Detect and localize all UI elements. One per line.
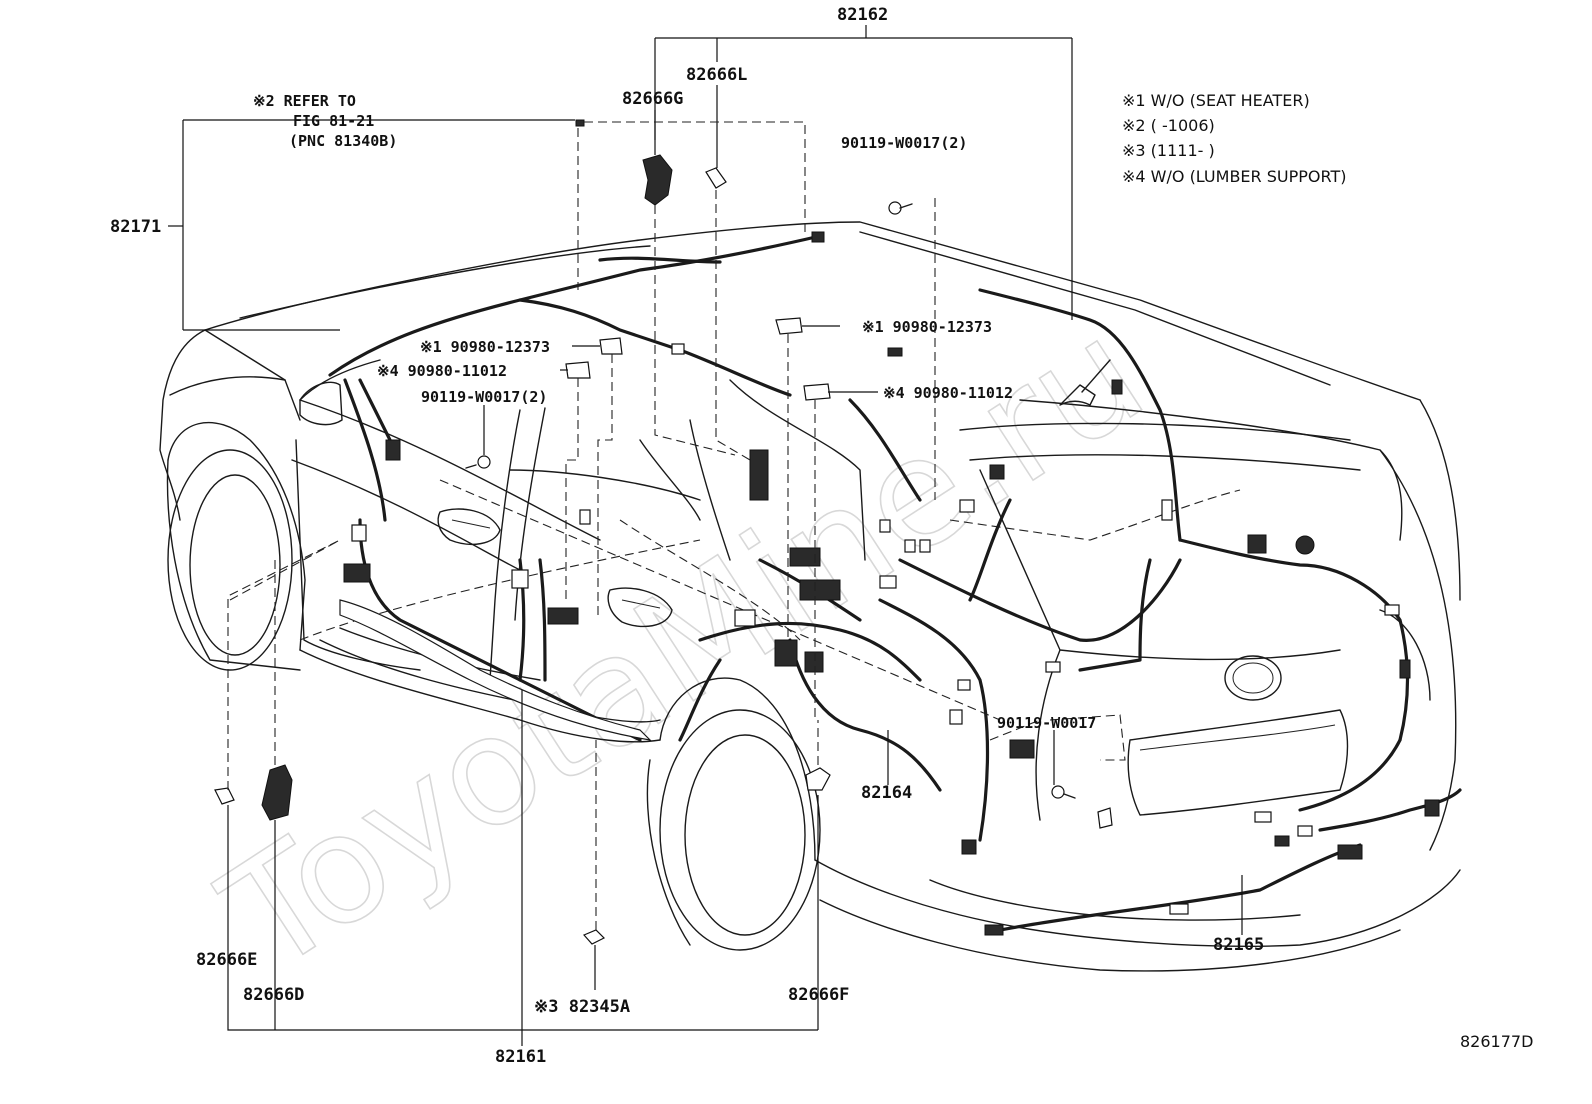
ground-terminal bbox=[1097, 807, 1113, 829]
label-82345A: ※3 82345A bbox=[534, 997, 630, 1017]
bracket-82666G bbox=[642, 154, 673, 206]
bolt-left bbox=[465, 455, 491, 469]
label-bolt-top: 90119-W0017(2) bbox=[841, 134, 967, 152]
label-c1-left: ※1 90980-12373 bbox=[420, 338, 550, 356]
note-1: ※1 W/O (SEAT HEATER) bbox=[1122, 91, 1310, 110]
connector-roof-end bbox=[811, 231, 825, 243]
label-82162: 82162 bbox=[837, 5, 888, 25]
roof-rear-connector bbox=[1111, 379, 1123, 395]
c-pillar-connector bbox=[749, 449, 769, 501]
refer-line-1: ※2 REFER TO bbox=[253, 92, 356, 110]
bumper-connector-b bbox=[1297, 825, 1313, 837]
cargo-connector-c bbox=[919, 539, 931, 553]
label-82666L: 82666L bbox=[686, 65, 747, 85]
note-4: ※4 W/O (LUMBER SUPPORT) bbox=[1122, 167, 1346, 186]
label-c1-right: ※1 90980-12373 bbox=[862, 318, 992, 336]
cargo-connector-g bbox=[957, 679, 971, 691]
bumper-connector-a bbox=[1274, 835, 1290, 847]
cargo-connector-a bbox=[879, 519, 891, 533]
label-bolt-rear: 90119-W0017 bbox=[997, 714, 1096, 732]
label-82165: 82165 bbox=[1213, 935, 1264, 955]
door-connector-lower bbox=[343, 563, 371, 583]
watermark: ToyotaMine.ru bbox=[194, 286, 1174, 1007]
refer-line-3: (PNC 81340B) bbox=[289, 132, 397, 150]
label-82164: 82164 bbox=[861, 783, 912, 803]
bumper-connector-mid bbox=[1169, 903, 1189, 915]
label-82666D: 82666D bbox=[243, 985, 304, 1005]
bumper-connector-right bbox=[1337, 844, 1363, 860]
hatch-connector-b bbox=[1399, 659, 1411, 679]
rear-connector-j bbox=[1247, 534, 1267, 554]
label-82161: 82161 bbox=[495, 1047, 546, 1067]
connectors bbox=[214, 119, 1440, 945]
floor-connector-left bbox=[547, 607, 579, 625]
side-mirror bbox=[299, 381, 343, 426]
center-connector-f bbox=[734, 609, 756, 627]
cargo-connector-d bbox=[959, 499, 975, 513]
bumper-connector-c bbox=[1254, 811, 1272, 823]
cargo-connector-b bbox=[904, 539, 916, 553]
leader-lines bbox=[168, 25, 1243, 1046]
clip-82666E bbox=[214, 787, 235, 805]
watermark-text: ToyotaMine.ru bbox=[195, 286, 1173, 1005]
bracket-82666D bbox=[261, 764, 293, 821]
bumper-connector-left bbox=[984, 924, 1004, 936]
footnotes: ※1 W/O (SEAT HEATER) ※2 ( -1006) ※3 (111… bbox=[1122, 91, 1346, 186]
connector-roof-mid bbox=[671, 343, 685, 355]
label-bolt-left: 90119-W0017(2) bbox=[421, 388, 547, 406]
center-connector-a bbox=[789, 547, 821, 567]
cargo-connector-f bbox=[949, 709, 963, 725]
bolt-rear bbox=[1051, 785, 1076, 799]
vehicle-body bbox=[159, 221, 1461, 972]
connector-c1-right bbox=[775, 317, 803, 335]
clip-82666L bbox=[705, 167, 727, 189]
bolt-top bbox=[888, 201, 913, 215]
center-connector-b bbox=[799, 579, 841, 601]
refer-line-2: FIG 81-21 bbox=[293, 112, 374, 130]
rear-grommet bbox=[1295, 535, 1315, 555]
center-connector-c bbox=[879, 575, 897, 589]
cargo-connector-e bbox=[989, 464, 1005, 480]
bumper-connector-end bbox=[1424, 799, 1440, 817]
hatch-connector bbox=[1384, 604, 1400, 616]
connector-c1-left bbox=[599, 337, 623, 355]
rear-connector-h bbox=[1045, 661, 1061, 673]
wire-harnesses bbox=[328, 234, 1462, 932]
door-connector-mid bbox=[351, 524, 367, 542]
center-connector-d bbox=[774, 639, 798, 667]
label-82666F: 82666F bbox=[788, 985, 849, 1005]
pillar-connector bbox=[511, 569, 529, 589]
connector-roof-right bbox=[887, 347, 903, 357]
rear-connector-large bbox=[1009, 739, 1035, 759]
label-82666G: 82666G bbox=[622, 89, 683, 109]
pillar-clip bbox=[579, 509, 591, 525]
connector-c4-left bbox=[565, 361, 591, 379]
figure-code: 826177D bbox=[1460, 1032, 1533, 1051]
clip-top bbox=[575, 119, 585, 127]
part-82345A bbox=[582, 929, 606, 945]
label-82171: 82171 bbox=[110, 217, 161, 237]
rear-connector-low bbox=[961, 839, 977, 855]
connector-c4-right bbox=[803, 383, 831, 401]
center-connector-e bbox=[804, 651, 824, 673]
rear-connector-i bbox=[1161, 499, 1173, 521]
door-connector-upper bbox=[385, 439, 401, 461]
part-labels: 82162 82666L 82666G ※2 REFER TO FIG 81-2… bbox=[110, 5, 1264, 1067]
note-2: ※2 ( -1006) bbox=[1122, 116, 1215, 135]
note-3: ※3 (1111- ) bbox=[1122, 141, 1215, 160]
label-82666E: 82666E bbox=[196, 950, 257, 970]
label-c4-right: ※4 90980-11012 bbox=[883, 384, 1013, 402]
clip-82666F bbox=[805, 767, 831, 791]
label-c4-left: ※4 90980-11012 bbox=[377, 362, 507, 380]
